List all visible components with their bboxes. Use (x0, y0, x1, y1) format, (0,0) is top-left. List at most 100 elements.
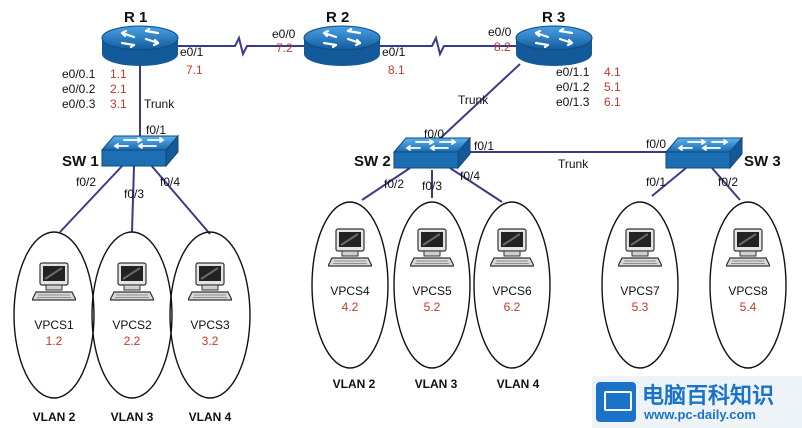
pc-name: VPCS1 (34, 318, 74, 332)
r1-sub3-iface: e0/0.3 (62, 97, 96, 111)
r3-e0-0-addr: 8.2 (494, 40, 511, 54)
vlan-ellipse-5 (393, 201, 471, 369)
r1-sub1-iface: e0/0.1 (62, 67, 96, 81)
r3-sub2-iface: e0/1.2 (556, 80, 590, 94)
switch-sw3-icon[interactable] (665, 137, 743, 169)
r3-e0-0-iface: e0/0 (488, 25, 512, 39)
sw3-port-b: f0/2 (718, 175, 738, 189)
vlan-label: VLAN 3 (415, 377, 458, 391)
r3-sub3-addr: 6.1 (604, 95, 621, 109)
pc-ip: 4.2 (342, 300, 359, 314)
pc-icon[interactable] (32, 262, 76, 301)
link-sw3-vlan3a (651, 167, 687, 197)
link-sw2-vlan2 (361, 167, 411, 201)
link-sw2-vlan4 (449, 167, 503, 203)
pc-ip: 5.2 (424, 300, 441, 314)
vlan-label: VLAN 2 (33, 410, 76, 424)
link-r1-r2 (178, 35, 306, 57)
link-sw1-vlan4 (149, 163, 211, 235)
trunk-label-r3-sw2: Trunk (458, 93, 489, 107)
pc-name: VPCS6 (492, 284, 532, 298)
watermark-banner: 电脑百科知识 www.pc-daily.com (592, 376, 802, 428)
vlan-ellipse-2 (91, 231, 173, 399)
vlan-ellipse-8 (709, 201, 787, 369)
pc-name: VPCS3 (190, 318, 230, 332)
r1-sub2-addr: 2.1 (110, 82, 127, 96)
r1-sub2-iface: e0/0.2 (62, 82, 96, 96)
r1-sub1-addr: 1.1 (110, 67, 127, 81)
link-r3-sw2 (431, 63, 521, 147)
pc-icon[interactable] (490, 228, 534, 267)
link-sw3-vlan3b (711, 167, 741, 201)
sw3-port-a: f0/1 (646, 175, 666, 189)
vlan-ellipse-3 (169, 231, 251, 399)
pc-ip: 2.2 (124, 334, 141, 348)
pc-name: VPCS2 (112, 318, 152, 332)
links (59, 35, 741, 235)
monitor-icon (596, 382, 636, 422)
sw1-port-up: f0/1 (146, 123, 166, 137)
pc-icon[interactable] (328, 228, 372, 267)
router-r3-icon[interactable] (514, 24, 594, 68)
switch-sw2-icon[interactable] (393, 137, 471, 169)
r3-sub1-addr: 4.1 (604, 65, 621, 79)
sw2-port-c: f0/4 (460, 169, 480, 183)
r1-sub3-addr: 3.1 (110, 97, 127, 111)
pc-ip: 5.4 (740, 300, 757, 314)
watermark-url: www.pc-daily.com (644, 407, 756, 422)
vlan-ellipse-7 (601, 201, 679, 369)
r1-e0-1-iface: e0/1 (180, 45, 204, 59)
vlan-groups (13, 201, 787, 399)
pc-icon[interactable] (188, 262, 232, 301)
router-r2-name: R 2 (326, 9, 349, 26)
router-r1-icon[interactable] (100, 24, 180, 68)
pc-ip: 3.2 (202, 334, 219, 348)
vlan-ellipse-1 (13, 231, 95, 399)
pc-name: VPCS5 (412, 284, 452, 298)
trunk-label-sw2-sw3: Trunk (558, 157, 589, 171)
r2-e0-1-addr: 8.1 (388, 63, 405, 77)
r3-sub3-iface: e0/1.3 (556, 95, 590, 109)
pc-name: VPCS8 (728, 284, 768, 298)
sw1-port-b: f0/3 (124, 187, 144, 201)
switch-sw3-name: SW 3 (744, 153, 781, 170)
router-r3-name: R 3 (542, 9, 565, 26)
trunk-label-r1-sw1: Trunk (144, 97, 175, 111)
pc-icon[interactable] (618, 228, 662, 267)
sw3-port-left: f0/0 (646, 137, 666, 151)
link-sw1-vlan2 (59, 163, 125, 233)
switch-sw1-name: SW 1 (62, 153, 99, 170)
sw2-port-a: f0/2 (384, 177, 404, 191)
watermark-title: 电脑百科知识 (642, 384, 775, 409)
pc-ip: 6.2 (504, 300, 521, 314)
link-sw1-vlan3 (131, 165, 135, 233)
link-r2-r3 (378, 35, 522, 57)
vlan-label: VLAN 2 (333, 377, 376, 391)
pc-ip: 5.3 (632, 300, 649, 314)
vlan-label: VLAN 3 (111, 410, 154, 424)
vlan-ellipse-6 (473, 201, 551, 369)
router-r1-name: R 1 (124, 9, 147, 26)
sw2-port-b: f0/3 (422, 179, 442, 193)
r3-sub1-iface: e0/1.1 (556, 65, 590, 79)
pc-icon[interactable] (726, 228, 770, 267)
switch-sw2-name: SW 2 (354, 153, 391, 170)
sw2-port-up: f0/0 (424, 127, 444, 141)
r2-e0-1-iface: e0/1 (382, 45, 406, 59)
r2-e0-0-iface: e0/0 (272, 27, 296, 41)
pc-icon[interactable] (410, 228, 454, 267)
sw1-port-a: f0/2 (76, 175, 96, 189)
switch-sw1-icon[interactable] (101, 135, 179, 167)
pc-name: VPCS7 (620, 284, 660, 298)
r2-e0-0-addr: 7.2 (276, 41, 293, 55)
vlan-label: VLAN 4 (189, 410, 232, 424)
pc-name: VPCS4 (330, 284, 370, 298)
r1-e0-1-addr: 7.1 (186, 63, 203, 77)
router-r2-icon[interactable] (302, 24, 382, 68)
sw2-port-right: f0/1 (474, 139, 494, 153)
sw1-port-c: f0/4 (160, 175, 180, 189)
pc-icon[interactable] (110, 262, 154, 301)
vlan-ellipse-4 (311, 201, 389, 369)
